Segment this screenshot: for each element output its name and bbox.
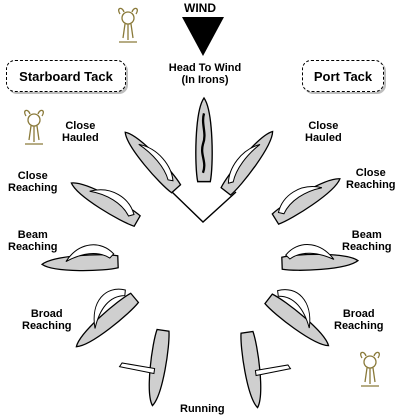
sail-icon: [227, 143, 261, 184]
label-line: Reaching: [342, 241, 392, 253]
sail-icon: [277, 289, 311, 329]
sail-icon: [277, 186, 323, 215]
label-line: Close: [17, 170, 48, 182]
emblem-icon: [360, 351, 380, 387]
starboard-close-reaching-label: Close Reaching: [8, 170, 58, 194]
sail-icon: [118, 362, 156, 375]
label-line: Hauled: [62, 132, 99, 144]
port-tack-box: Port Tack: [302, 60, 384, 92]
label-line: Beam: [17, 229, 48, 241]
boat-head-to-wind: [195, 97, 213, 183]
label-line: Reaching: [346, 179, 396, 191]
label-line: Broad: [342, 308, 375, 320]
wind-angle-lines: [171, 191, 237, 223]
sail-icon: [138, 143, 174, 182]
label-line: Close: [355, 167, 386, 179]
head-to-wind-line1: Head To Wind: [168, 62, 242, 74]
label-line: Close: [308, 120, 339, 132]
starboard-broad-reaching-label: Broad Reaching: [22, 308, 72, 332]
emblem-icon: [118, 7, 138, 43]
sail-icon: [254, 364, 292, 377]
sail-icon: [285, 244, 335, 260]
wind-label: WIND: [184, 1, 216, 15]
boat-starboard-close-hauled: [118, 126, 183, 195]
label-line: Hauled: [305, 132, 342, 144]
boat-port-running: [238, 330, 292, 410]
label-line: Reaching: [334, 320, 384, 332]
port-broad-reaching-label: Broad Reaching: [334, 308, 384, 332]
boat-port-close-reaching: [270, 171, 345, 227]
starboard-tack-box: Starboard Tack: [6, 60, 126, 92]
label-line: Broad: [30, 308, 63, 320]
label-line: Reaching: [8, 241, 58, 253]
boat-starboard-close-reaching: [66, 175, 142, 229]
emblem-icon: [24, 109, 44, 145]
boat-starboard-beam-reaching: [41, 244, 119, 273]
port-close-hauled-label: Close Hauled: [305, 120, 342, 144]
boat-port-beam-reaching: [281, 244, 359, 272]
head-to-wind-label: Head To Wind (In Irons): [160, 62, 250, 86]
running-label: Running: [180, 403, 225, 415]
starboard-beam-reaching-label: Beam Reaching: [8, 229, 58, 253]
sail-icon: [93, 288, 126, 329]
boat-starboard-broad-reaching: [70, 288, 141, 354]
label-line: Beam: [351, 229, 382, 241]
boat-starboard-running: [118, 328, 172, 408]
label-line: Close: [65, 120, 96, 132]
port-close-reaching-label: Close Reaching: [346, 167, 396, 191]
sail-icon: [65, 244, 115, 262]
label-line: Reaching: [22, 320, 72, 332]
label-line: Reaching: [8, 182, 58, 194]
starboard-close-hauled-label: Close Hauled: [62, 120, 99, 144]
starboard-tack-label: Starboard Tack: [19, 68, 113, 84]
boat-port-broad-reaching: [263, 289, 334, 353]
port-beam-reaching-label: Beam Reaching: [342, 229, 392, 253]
boat-port-close-hauled: [219, 126, 280, 197]
sail-icon: [89, 189, 135, 217]
wind-arrow-icon: [182, 17, 224, 56]
port-tack-label: Port Tack: [313, 68, 373, 84]
luffing-sail-icon: [201, 113, 206, 174]
head-to-wind-line2: (In Irons): [181, 74, 229, 86]
